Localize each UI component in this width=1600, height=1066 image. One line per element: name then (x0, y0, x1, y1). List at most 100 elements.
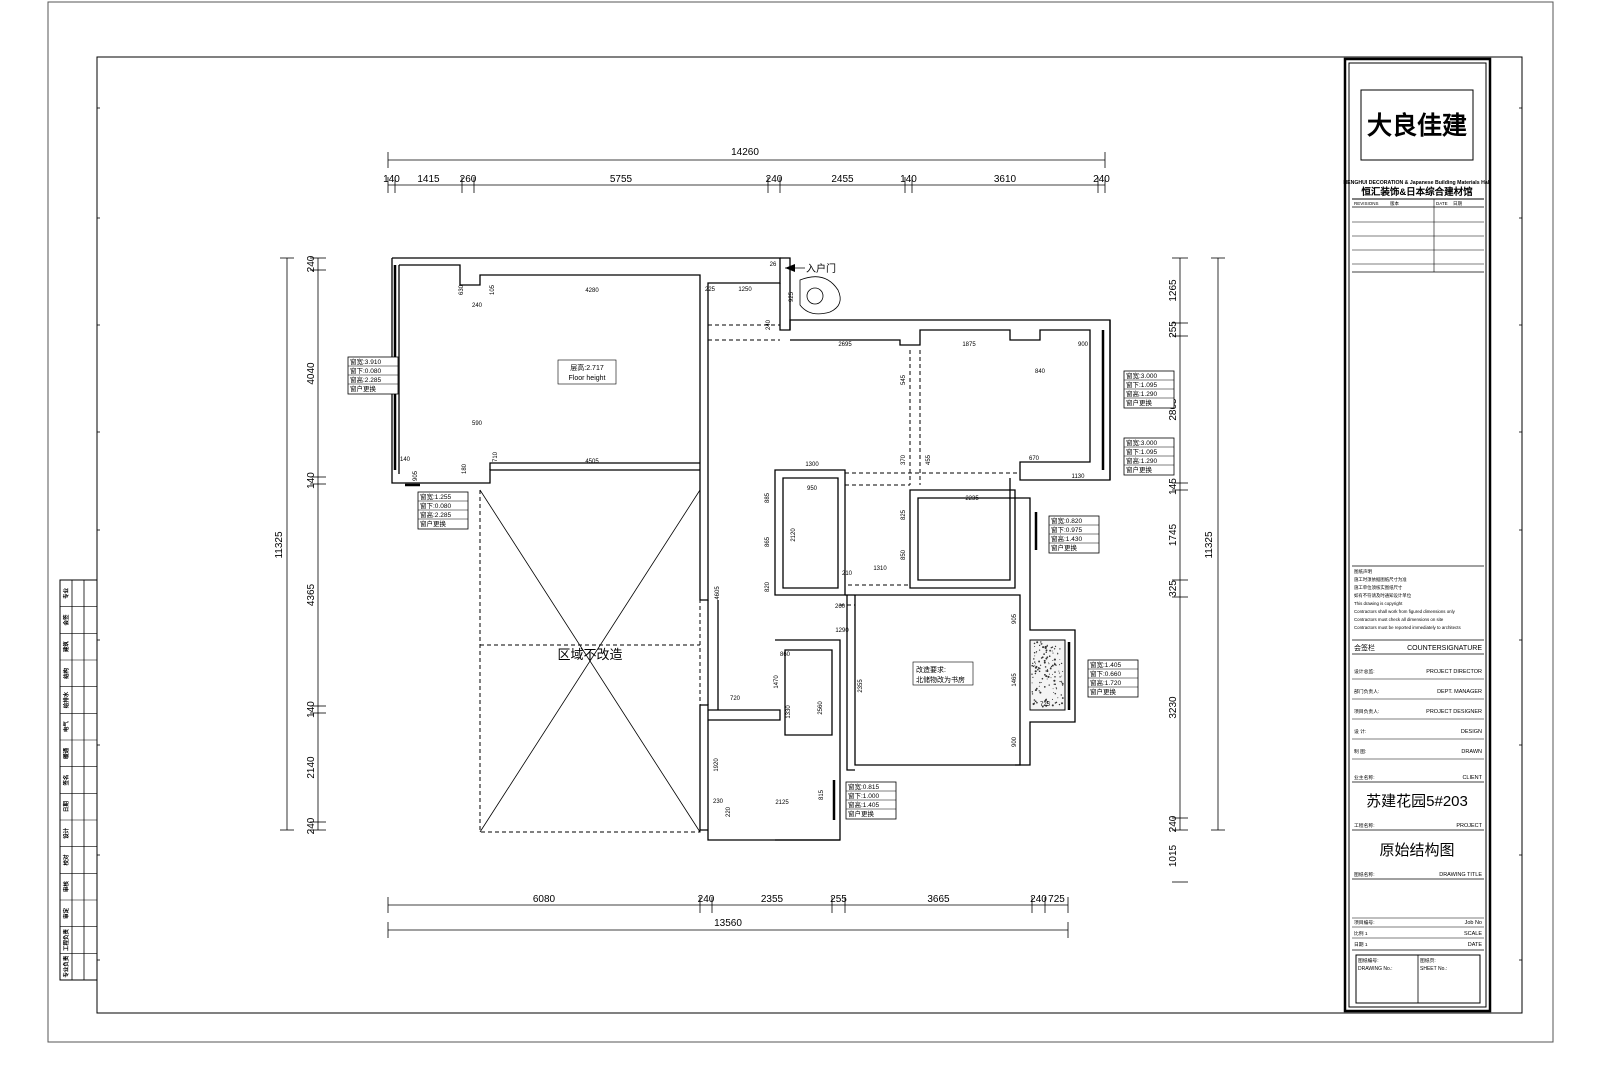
study-req-1: 改造要求: (916, 665, 946, 674)
right-dim-3: 145 (1168, 478, 1179, 495)
role-en-1: DEPT. MANAGER (1437, 689, 1482, 695)
window-note-6 (845, 781, 897, 820)
no-change-cross (479, 489, 701, 833)
left-table-label-7: 签名 (62, 774, 70, 786)
inner-dim-28: 105 (490, 284, 496, 295)
notes-title: 图纸声明 (1354, 568, 1372, 575)
bottom-dim-0: 6080 (533, 894, 556, 905)
right-dim-0: 1265 (1168, 279, 1179, 302)
note-6: Contractors must be reported immediately… (1354, 625, 1461, 630)
inner-dim-52: 220 (726, 806, 732, 817)
window-note-1-line-3: 窗户更换 (420, 519, 447, 528)
window-note-1-line-1: 窗下:0.080 (420, 501, 451, 510)
company-en: HENGHUI DECORATION & Japanese Building M… (1343, 180, 1491, 186)
bottom-dim-2: 2355 (761, 894, 784, 905)
inner-dim-13: 260 (835, 604, 846, 610)
inner-dim-8: 1130 (1072, 474, 1086, 480)
project-name: 苏建花园5#203 (1366, 793, 1468, 810)
inner-dim-33: 590 (472, 421, 483, 427)
window-note-4-line-1: 窗下:0.975 (1051, 525, 1082, 534)
note-5: Contractors must check all dimensions on… (1354, 617, 1444, 622)
window-note-4-line-0: 窗宽:0.820 (1051, 516, 1082, 525)
right-dim-4: 1745 (1168, 523, 1179, 546)
note-0: 施工时须依据图纸尺寸为准 (1354, 576, 1407, 583)
inner-dim-44: 370 (901, 454, 907, 465)
window-note-1 (417, 491, 469, 530)
left-table-label-0: 专业 (62, 587, 70, 599)
left-table-label-1: 会签 (62, 614, 70, 626)
bottom-dim-6: 725 (1048, 894, 1065, 905)
note-2: 如有不符请及时通知设计单位 (1354, 592, 1412, 599)
window-note-2-line-3: 窗户更换 (1126, 398, 1153, 407)
inner-dim-5: 900 (1078, 342, 1089, 348)
role-cn-1: 部门负责人: (1354, 688, 1379, 695)
inner-dim-43: 545 (901, 374, 907, 385)
inner-dim-41: 825 (901, 509, 907, 520)
top-dim-8: 240 (1093, 174, 1110, 185)
project-cn: 工程名称: (1354, 822, 1375, 829)
no-change-label: 区域不改造 (557, 647, 622, 662)
window-note-2 (1123, 370, 1175, 409)
right-dim-5: 325 (1168, 580, 1179, 597)
inner-dim-34: 710 (493, 451, 499, 462)
inner-dim-1: 4505 (585, 459, 599, 465)
drawing-title-en: DRAWING TITLE (1439, 872, 1482, 878)
drawing-title: 原始结构图 (1379, 842, 1454, 859)
inner-dim-4: 1875 (962, 342, 976, 348)
inner-dim-14: 1290 (835, 628, 849, 634)
top-dim-7: 3610 (994, 174, 1017, 185)
role-en-0: PROJECT DIRECTOR (1426, 669, 1482, 675)
project-en: PROJECT (1456, 823, 1482, 829)
left-dim-2: 140 (306, 472, 317, 489)
inner-dim-40: 820 (765, 581, 771, 592)
inner-dim-26: 630 (459, 284, 465, 295)
rev-header-4: 日期 (1453, 201, 1462, 207)
left-dim-5: 2140 (306, 756, 317, 779)
inner-dim-3: 2695 (838, 342, 852, 348)
window-note-3 (1123, 437, 1175, 476)
drawing-title-cn: 图纸名称: (1354, 871, 1375, 878)
inner-dim-20: 2355 (858, 679, 864, 693)
left-table-label-2: 建筑 (62, 641, 70, 653)
note-1: 施工单位须核实图纸尺寸 (1354, 584, 1403, 591)
window-note-4-line-3: 窗户更换 (1051, 543, 1078, 552)
window-note-5-line-0: 窗宽:1.405 (1090, 660, 1121, 669)
sheet-no-en: SHEET No.: (1420, 966, 1447, 972)
walls (391, 257, 1111, 841)
inner-dim-18: 4605 (715, 586, 721, 600)
inner-dim-30: 925 (789, 291, 795, 302)
left-table-label-5: 电气 (62, 721, 70, 733)
dimension-lines (280, 152, 1225, 938)
scale-en: SCALE (1464, 931, 1482, 937)
top-dim-5: 2455 (831, 174, 854, 185)
left-dim-4: 140 (306, 701, 317, 718)
right-total-dim: 11325 (1204, 531, 1215, 559)
role-en-2: PROJECT DESIGNER (1426, 709, 1482, 715)
inner-dim-0: 4280 (585, 288, 599, 294)
inner-dim-7: 670 (1029, 456, 1040, 462)
role-cn-4: 制 图: (1354, 748, 1366, 755)
bottom-dim-1: 240 (698, 894, 715, 905)
inner-dim-19: 2120 (791, 528, 797, 542)
study-req-box (912, 661, 974, 686)
inner-dim-39: 865 (765, 536, 771, 547)
floor-height-en: Floor height (569, 375, 606, 382)
company-cn: 恒汇装饰&日本综合建材馆 (1361, 186, 1473, 198)
bottom-dim-3: 255 (830, 894, 847, 905)
window-note-0-line-2: 窗高:2.285 (350, 375, 381, 384)
job-en: Job No (1465, 920, 1482, 926)
left-table-label-10: 校对 (62, 854, 70, 866)
window-note-1-line-2: 窗高:2.285 (420, 510, 451, 519)
left-table-label-13: 工程负责 (62, 929, 70, 952)
inner-dim-27: 240 (472, 303, 483, 309)
entry-label: 入户门 (806, 262, 836, 275)
note-4: Contractors shall work from figured dime… (1354, 609, 1456, 614)
left-total-dim: 11325 (274, 531, 285, 559)
paper-border (47, 1, 1554, 1043)
window-note-5-line-3: 窗户更换 (1090, 687, 1117, 696)
inner-dim-6: 840 (1035, 369, 1046, 375)
left-dim-6: 240 (306, 817, 317, 834)
top-dim-3: 5755 (610, 174, 633, 185)
right-dim-8: 1015 (1168, 844, 1179, 867)
right-dim-7: 240 (1168, 815, 1179, 832)
